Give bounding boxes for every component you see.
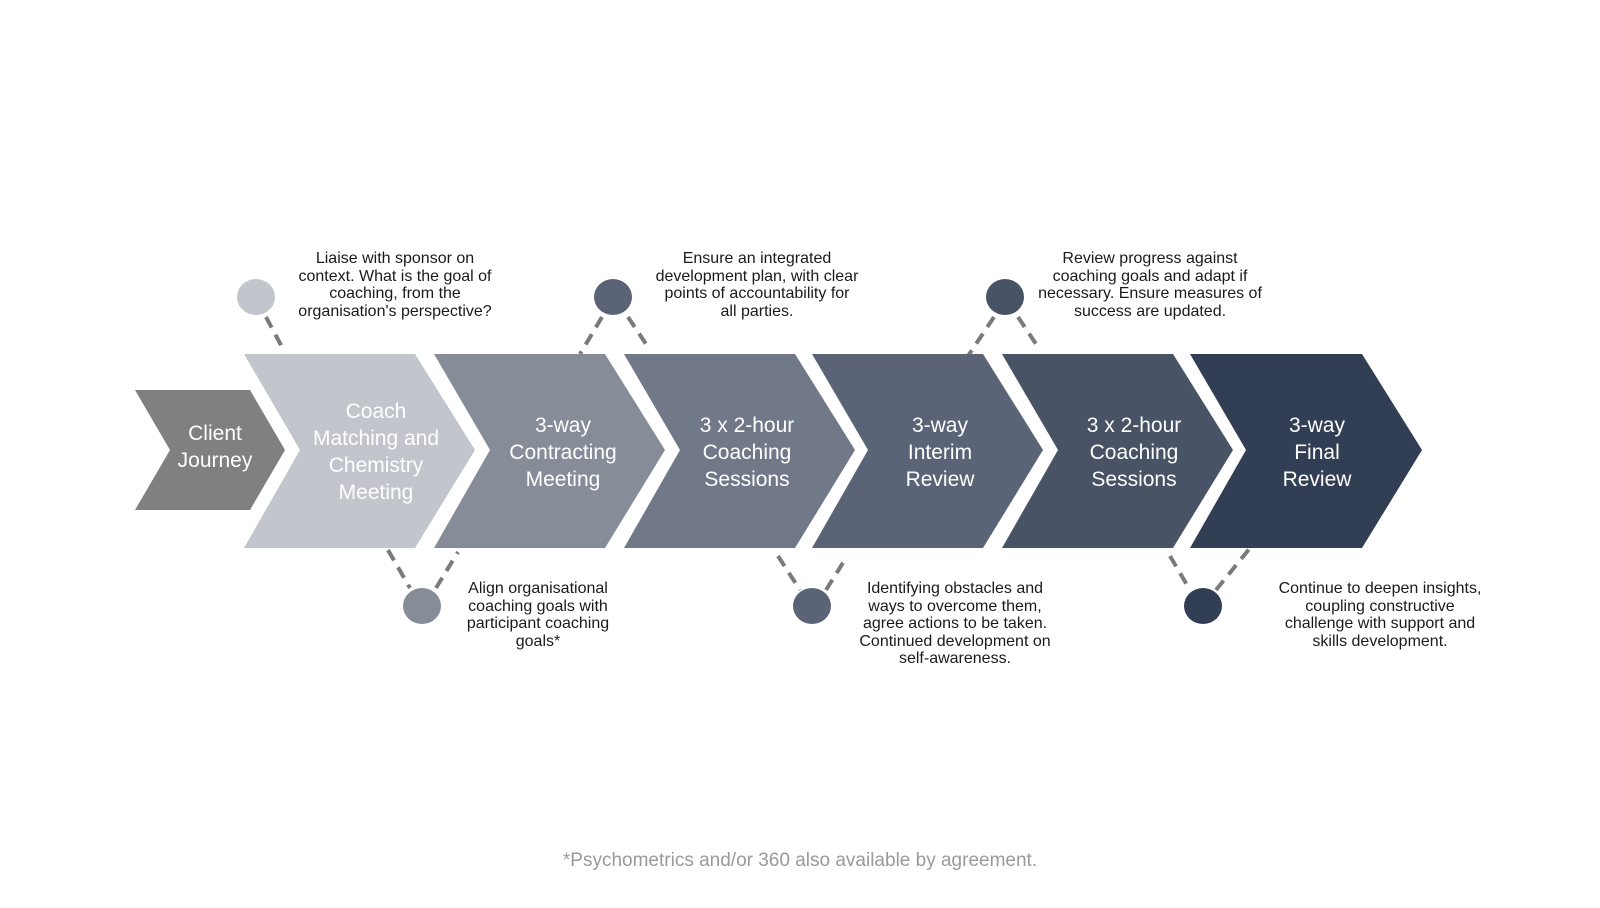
connector-line-3-2 [626,315,652,352]
connector-line-4-1 [776,554,802,592]
connector-line-3-1 [578,315,604,356]
chevron-client-journey [135,390,285,510]
step-label-interim-review: 3-way Interim Review [905,413,975,491]
step-label-coaching-sessions-1: 3 x 2-hour Coaching Sessions [699,413,795,491]
note-marker-dot-1 [237,279,275,315]
chevron-coaching-sessions-2 [1002,354,1233,548]
chevron-interim-review [812,354,1043,548]
connector-line-5-2 [1016,315,1042,352]
connector-line-5-1 [966,315,996,358]
note-integrated-plan: Ensure an integrated development plan, w… [655,250,859,320]
note-identify-obstacles: Identifying obstacles and ways to overco… [859,580,1051,667]
connector-line-1-1 [264,316,284,348]
step-label-contracting-meeting: 3-way Contracting Meeting [509,413,617,491]
footnote: *Psychometrics and/or 360 also available… [562,850,1038,871]
note-marker-dot-4 [793,588,831,624]
note-review-progress: Review progress against coaching goals a… [1038,250,1262,320]
step-label-coaching-sessions-2: 3 x 2-hour Coaching Sessions [1086,413,1182,491]
note-marker-dot-3 [594,279,632,315]
note-marker-dot-6 [1184,588,1222,624]
connector-line-2-2 [434,550,460,590]
step-label-final-review: 3-way Final Review [1282,413,1352,491]
note-marker-dot-5 [986,279,1024,315]
connector-line-2-1 [386,548,412,590]
note-marker-dot-2 [403,588,441,624]
chevron-coaching-sessions-1 [624,354,855,548]
chevron-coach-matching [244,354,475,548]
note-liaise-sponsor: Liaise with sponsor on context. What is … [298,250,492,320]
note-align-goals: Align organisational coaching goals with… [466,580,610,650]
connector-line-6-2 [1214,546,1252,592]
step-label-coach-matching: Coach Matching and Chemistry Meeting [312,400,440,504]
connector-line-4-2 [824,556,848,592]
step-label-client-journey: Client Journey [177,422,253,472]
note-markers [237,279,1222,624]
dashed-connectors [264,315,1252,592]
connector-line-6-1 [1168,554,1192,592]
chevron-row [135,354,1422,548]
chevron-final-review [1190,354,1422,548]
chevron-contracting-meeting [434,354,665,548]
note-deepen-insights: Continue to deepen insights, coupling co… [1278,580,1482,650]
